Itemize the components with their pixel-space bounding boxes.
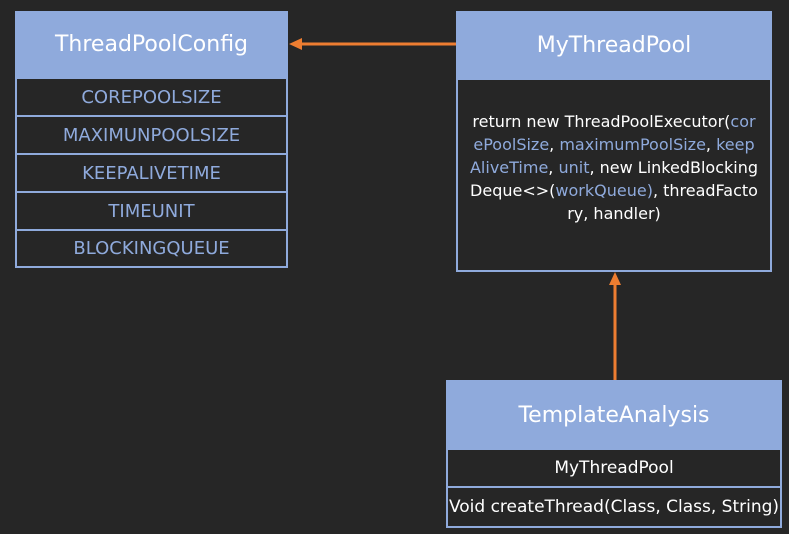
my-thread-pool-body: return new ThreadPoolExecutor(corePoolSi… <box>456 78 772 272</box>
code-text: , <box>705 135 717 154</box>
code-text: , <box>549 135 560 154</box>
field-timeunit: TIMEUNIT <box>15 191 288 231</box>
code-param-unit: unit <box>558 158 590 177</box>
code-param-workqueue: workQueue) <box>555 181 653 200</box>
arrow-mythreadpool-to-config <box>289 38 456 50</box>
code-text: , threadFactory, handler) <box>567 181 758 223</box>
method-create-thread: Void createThread(Class, Class, String) <box>446 486 782 528</box>
arrow-head <box>609 272 621 285</box>
arrow-head <box>289 38 302 50</box>
code-text: return new ThreadPoolExecutor( <box>472 112 731 131</box>
code-param-keep: keepAliveTime <box>469 135 755 177</box>
thread-pool-config-title: ThreadPoolConfig <box>15 11 288 77</box>
template-analysis-title: TemplateAnalysis <box>446 380 782 450</box>
code-param-max: maximumPoolSize <box>559 135 706 154</box>
code-text: , new LinkedBlockingDeque<>( <box>470 158 759 200</box>
field-blockingqueue: BLOCKINGQUEUE <box>15 229 288 268</box>
arrow-template-to-mythreadpool <box>609 272 621 380</box>
code-param-core: corePoolSize <box>473 112 756 154</box>
field-maximunpoolsize: MAXIMUNPOOLSIZE <box>15 115 288 155</box>
code-text: , <box>548 158 559 177</box>
